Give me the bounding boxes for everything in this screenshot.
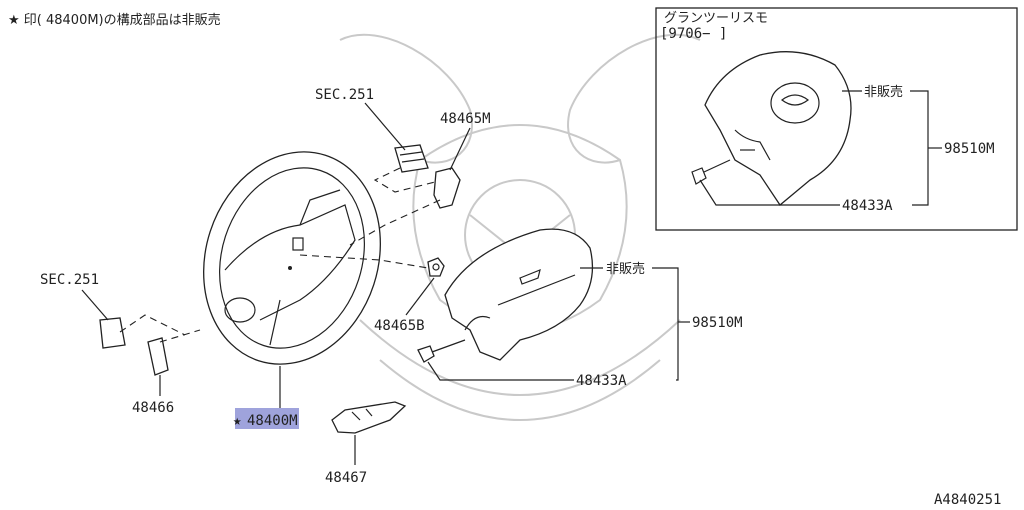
inset-bolt bbox=[691, 159, 731, 185]
part-48465M-cover bbox=[433, 167, 461, 209]
not-for-sale-label: 非販売 bbox=[606, 261, 645, 277]
top-switch-unit bbox=[394, 144, 429, 173]
p48466-label: 48466 bbox=[132, 400, 174, 416]
inset-box bbox=[655, 7, 1018, 231]
star-mark: ★ bbox=[233, 413, 242, 429]
p98510M-label: 98510M bbox=[692, 315, 743, 331]
part-48433A-bolt bbox=[417, 339, 466, 363]
inset-date-range: [9706− ] bbox=[660, 26, 727, 42]
sec251-left-label: SEC.251 bbox=[40, 272, 99, 288]
inset-98510M-label: 98510M bbox=[944, 141, 995, 157]
p48400M-highlight bbox=[235, 408, 299, 429]
steering-wheel bbox=[203, 151, 381, 365]
p48465B-label: 48465B bbox=[374, 318, 425, 334]
part-48466-cover bbox=[147, 337, 169, 376]
p48465M-label: 48465M bbox=[440, 111, 491, 127]
inset-airbag-module bbox=[704, 51, 852, 206]
inset-48433A-label: 48433A bbox=[842, 198, 893, 214]
part-48465B-nut bbox=[427, 257, 445, 277]
sec251-top-label: SEC.251 bbox=[315, 87, 374, 103]
left-switch-unit bbox=[99, 317, 126, 349]
airbag-module bbox=[444, 228, 594, 361]
p48467-label: 48467 bbox=[325, 470, 367, 486]
inset-title: グランツーリスモ bbox=[664, 11, 768, 26]
p48400M-label: 48400M bbox=[247, 413, 298, 429]
header-note: ★ 印( 48400M)の構成部品は非販売 bbox=[8, 12, 221, 28]
watermark-emblem bbox=[339, 33, 701, 421]
p48433A-label: 48433A bbox=[576, 373, 627, 389]
figure-id: A4840251 bbox=[934, 492, 1001, 508]
part-48467-cover bbox=[331, 401, 407, 434]
inset-not-for-sale-label: 非販売 bbox=[864, 84, 903, 100]
